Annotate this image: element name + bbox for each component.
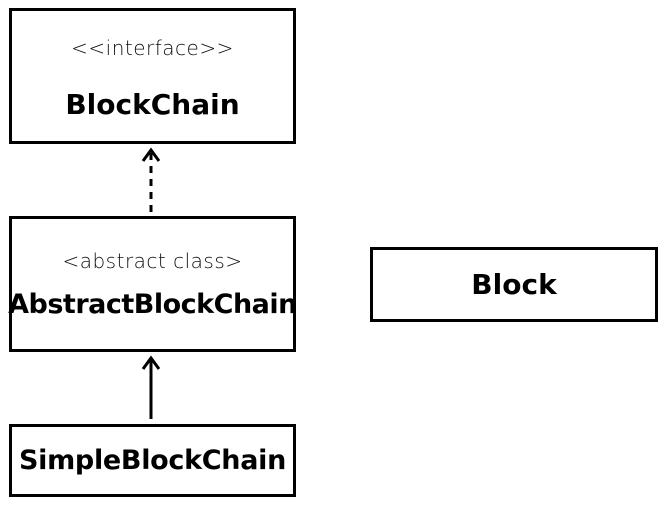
realization-arrowhead bbox=[141, 147, 161, 162]
abstract-blockchain-name-label: AbstractBlockChain bbox=[8, 288, 297, 320]
abstract-blockchain-box: <abstract class> AbstractBlockChain bbox=[8, 216, 297, 352]
blockchain-name-label: BlockChain bbox=[65, 87, 240, 121]
block-name-label: Block bbox=[471, 268, 557, 301]
inheritance-arrowhead bbox=[141, 355, 161, 370]
block-box: Block bbox=[370, 247, 658, 322]
interface-stereotype-label: <<interface>> bbox=[71, 35, 234, 60]
interface-blockchain-box: <<interface>> BlockChain bbox=[9, 8, 296, 144]
abstract-stereotype-label: <abstract class> bbox=[62, 248, 243, 273]
simple-blockchain-name-label: SimpleBlockChain bbox=[18, 445, 286, 476]
simple-blockchain-box: SimpleBlockChain bbox=[9, 424, 296, 497]
